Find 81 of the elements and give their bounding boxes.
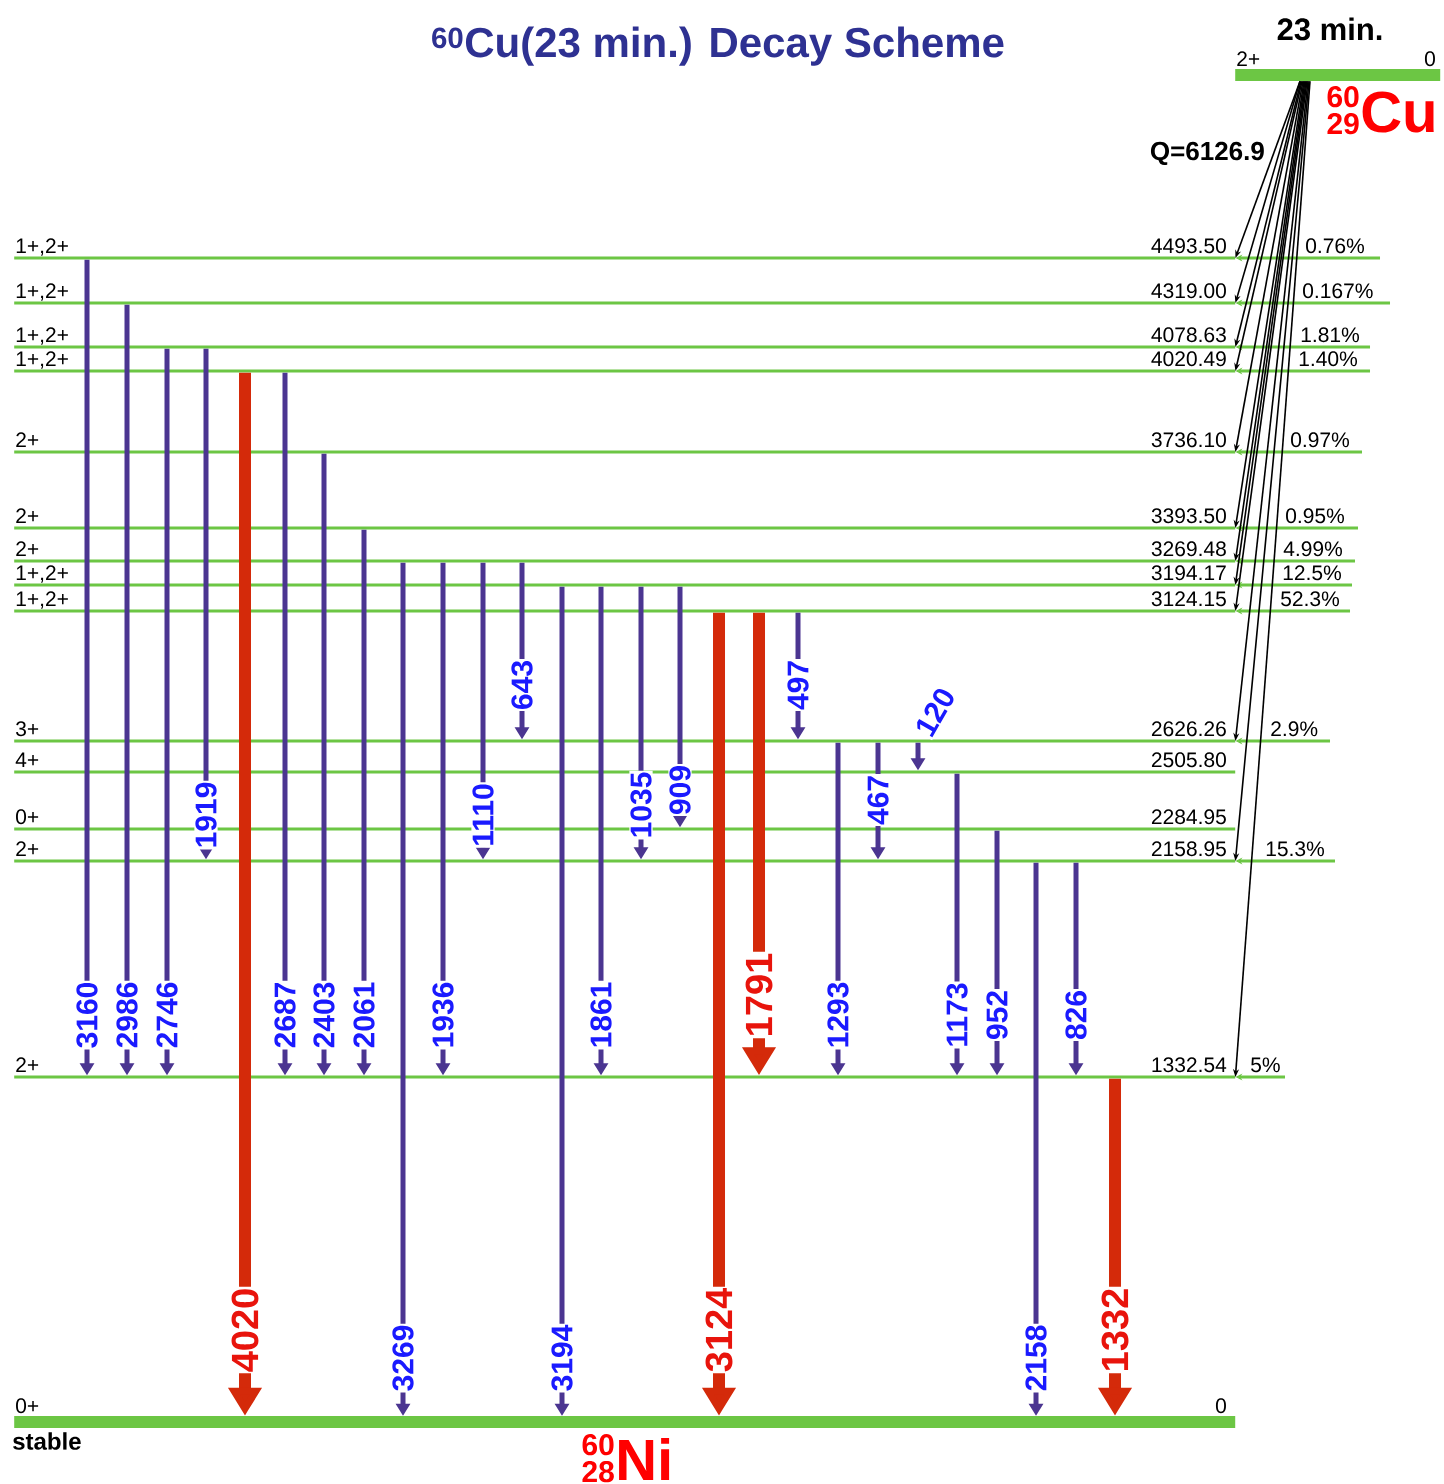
energy-label: 2986 bbox=[115, 980, 139, 1050]
q-value-label: Q=6126.9 bbox=[1150, 141, 1264, 166]
energy-label: 3393.50 bbox=[1151, 508, 1226, 524]
spin-label: 1+,2+ bbox=[16, 591, 68, 609]
spin-label: 2+ bbox=[16, 432, 39, 447]
energy-label: 4020.49 bbox=[1151, 351, 1226, 367]
energy-label: 4493.50 bbox=[1151, 238, 1226, 254]
mass-number: 60 bbox=[582, 1434, 614, 1456]
spin-label: 1+,2+ bbox=[16, 283, 68, 301]
energy-label: 1035 bbox=[629, 770, 653, 840]
energy-label: 3124.15 bbox=[1151, 591, 1226, 607]
energy-label: 467 bbox=[866, 774, 890, 827]
energy-label: 2158 bbox=[1024, 1323, 1048, 1393]
atomic-number: 28 bbox=[582, 1461, 614, 1483]
energy-label: 1332 bbox=[1100, 1286, 1130, 1374]
intensity-label: 52.3% bbox=[1281, 591, 1339, 607]
atomic-number: 29 bbox=[1327, 113, 1359, 135]
energy-label: 1791 bbox=[744, 951, 774, 1039]
intensity-label: 0.76% bbox=[1306, 238, 1364, 254]
stability-label: stable bbox=[13, 1432, 81, 1450]
energy-label: 1293 bbox=[826, 980, 850, 1050]
energy-label: 3194 bbox=[550, 1323, 574, 1393]
intensity-label: 0.167% bbox=[1303, 283, 1373, 299]
element-symbol: Ni bbox=[619, 1438, 670, 1480]
energy-label: 3194.17 bbox=[1151, 565, 1226, 581]
spin-label: 2+ bbox=[16, 1057, 39, 1072]
energy-label: 2687 bbox=[273, 980, 297, 1050]
mass-number: 60 bbox=[1327, 86, 1359, 108]
energy-label: 2746 bbox=[155, 980, 179, 1050]
spin-label: 1+,2+ bbox=[16, 238, 68, 256]
energy-label: 497 bbox=[786, 659, 810, 712]
energy-label: 1332.54 bbox=[1152, 1057, 1227, 1073]
title: $^{60}$Cu(23 min.) Decay Scheme bbox=[432, 26, 1004, 66]
energy-label: 1173 bbox=[945, 981, 969, 1049]
energy-label: 0 bbox=[1424, 51, 1435, 67]
intensity-label: 0.95% bbox=[1286, 508, 1344, 524]
element-symbol: Cu bbox=[1362, 91, 1434, 133]
intensity-label: 4.99% bbox=[1283, 541, 1342, 557]
energy-label: 2626.26 bbox=[1151, 721, 1226, 737]
spin-label: 1+,2+ bbox=[16, 565, 68, 583]
energy-label: 826 bbox=[1064, 989, 1088, 1042]
energy-label: 952 bbox=[985, 989, 1009, 1042]
spin-label: 3+ bbox=[16, 721, 39, 737]
intensity-label: 1.40% bbox=[1299, 351, 1357, 367]
intensity-label: 15.3% bbox=[1266, 841, 1324, 857]
energy-label: 1919 bbox=[194, 780, 218, 850]
spin-label: 0+ bbox=[16, 809, 39, 825]
spin-label: 1+,2+ bbox=[16, 327, 68, 345]
spin-label: 2+ bbox=[16, 841, 39, 856]
spin-label: 2+ bbox=[16, 508, 39, 523]
spin-label: 2+ bbox=[16, 541, 39, 556]
energy-label: 2061 bbox=[352, 980, 376, 1050]
intensity-label: 2.9% bbox=[1271, 721, 1318, 737]
energy-label: 3269 bbox=[391, 1323, 415, 1393]
energy-label: 2158.95 bbox=[1151, 841, 1226, 857]
energy-label: 4319.00 bbox=[1151, 283, 1226, 299]
energy-label: 4020 bbox=[230, 1286, 260, 1374]
energy-label: 643 bbox=[510, 659, 534, 712]
energy-label: 909 bbox=[668, 764, 692, 817]
energy-label: 3736.10 bbox=[1151, 432, 1226, 448]
intensity-label: 12.5% bbox=[1283, 565, 1341, 581]
spin-label: 4+ bbox=[15, 752, 39, 767]
energy-label: 2403 bbox=[312, 980, 336, 1050]
energy-label: 3160 bbox=[75, 980, 99, 1050]
energy-label: 3124 bbox=[704, 1286, 734, 1374]
energy-label: 3269.48 bbox=[1151, 541, 1226, 557]
energy-label: 1936 bbox=[431, 980, 455, 1050]
half-life-label: 23 min. bbox=[1277, 17, 1382, 41]
intensity-label: 0.97% bbox=[1291, 432, 1349, 448]
spin-label: 0+ bbox=[16, 1398, 39, 1414]
energy-label: 4078.63 bbox=[1151, 327, 1226, 343]
energy-label: 2284.95 bbox=[1151, 809, 1226, 825]
spin-label: 1+,2+ bbox=[16, 351, 68, 369]
spin-label: 2+ bbox=[1237, 51, 1260, 66]
energy-label: 2505.80 bbox=[1151, 752, 1226, 768]
intensity-label: 1.81% bbox=[1301, 327, 1359, 343]
energy-label: 1861 bbox=[589, 980, 613, 1050]
energy-label: 0 bbox=[1215, 1398, 1226, 1414]
energy-label: 1110 bbox=[471, 782, 495, 848]
intensity-label: 5% bbox=[1251, 1057, 1280, 1073]
energy-label: 120 bbox=[911, 683, 959, 741]
